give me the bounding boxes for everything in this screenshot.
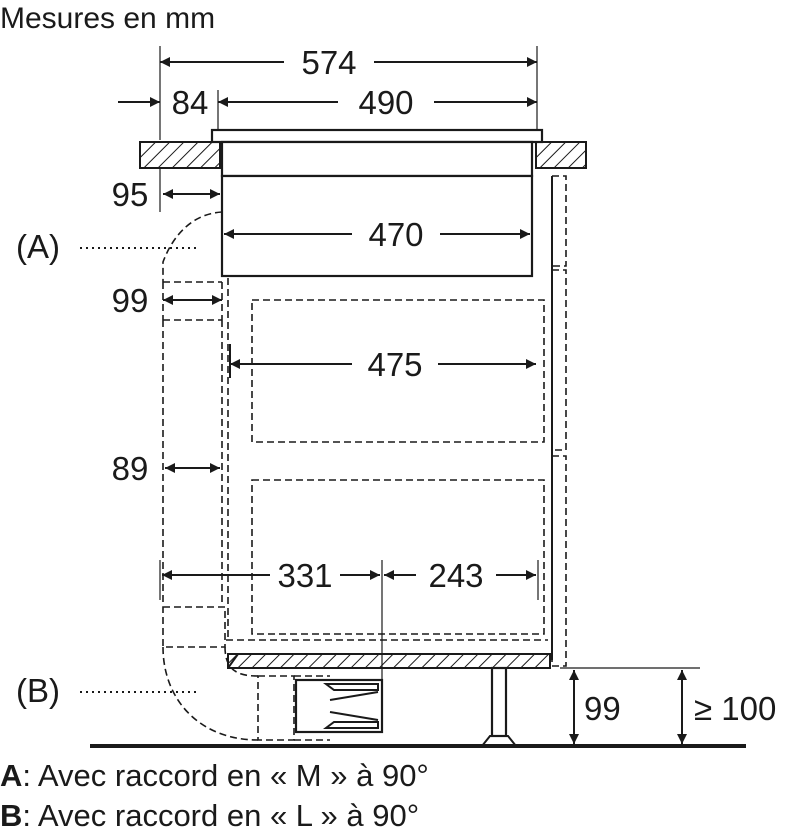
- appliance-outlines: [226, 278, 548, 641]
- cabinet-foot: [479, 666, 519, 747]
- dim-89-label: 89: [112, 450, 149, 487]
- dim-100-label: ≥ 100: [694, 690, 776, 727]
- duct-b-outline: [162, 606, 330, 741]
- plinth-vent: [294, 678, 384, 734]
- diagram-title: Mesures en mm: [0, 2, 215, 35]
- legend-b-key: B: [0, 798, 22, 833]
- duct-a-outline: [162, 211, 223, 605]
- dim-470-label: 470: [368, 216, 423, 253]
- cabinet-side-panel: [551, 175, 567, 667]
- callout-a-label: (A): [16, 228, 60, 265]
- legend-a-text: : Avec raccord en « M » à 90°: [22, 758, 428, 793]
- dim-243-label: 243: [428, 557, 483, 594]
- cabinet-base: [227, 653, 551, 669]
- legend-b: B: Avec raccord en « L » à 90°: [0, 798, 419, 833]
- callout-b-label: (B): [16, 672, 60, 709]
- dim-99-upper-label: 99: [112, 282, 149, 319]
- dim-331-label: 331: [277, 557, 332, 594]
- legend-b-text: : Avec raccord en « L » à 90°: [22, 798, 419, 833]
- dim-95-label: 95: [112, 176, 149, 213]
- worktop: [139, 141, 587, 169]
- dim-490-label: 490: [358, 84, 413, 121]
- dim-574-label: 574: [301, 44, 356, 81]
- dim-99-lower-label: 99: [584, 690, 621, 727]
- legend-a-key: A: [0, 758, 22, 793]
- dim-84-label: 84: [172, 84, 209, 121]
- legend-a: A: Avec raccord en « M » à 90°: [0, 758, 429, 793]
- dim-475-label: 475: [367, 346, 422, 383]
- cooktop: [210, 128, 544, 278]
